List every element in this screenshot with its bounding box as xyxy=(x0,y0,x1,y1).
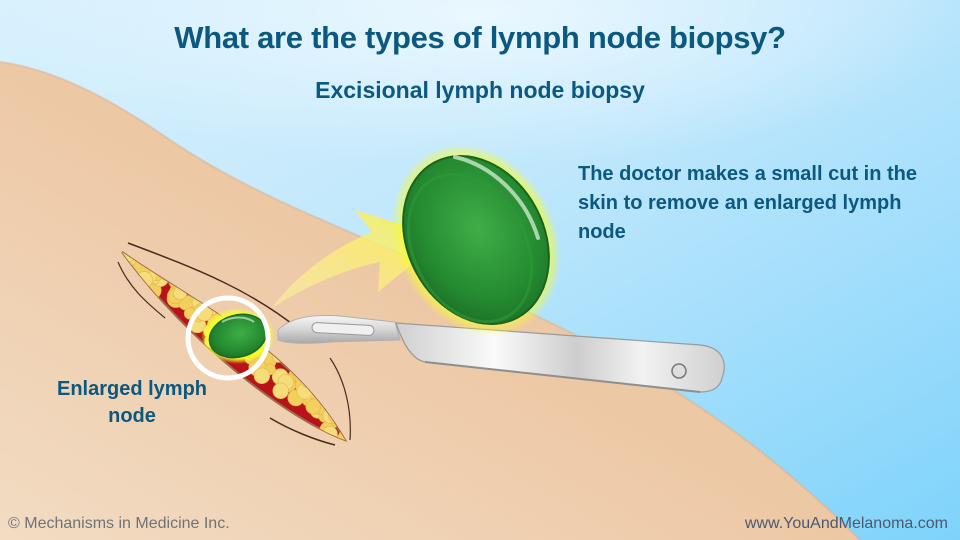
enlarged-lymph-node xyxy=(201,308,275,364)
enlarged-node-label: Enlarged lymph node xyxy=(56,378,208,427)
scalpel xyxy=(277,315,725,393)
magnifier-ring xyxy=(185,295,271,381)
website-link[interactable]: www.YouAndMelanoma.com xyxy=(744,515,948,532)
fat-cell xyxy=(305,398,321,415)
copyright-text: © Mechanisms in Medicine Inc. xyxy=(8,515,230,532)
fat-cell xyxy=(272,382,289,399)
description-text: The doctor makes a small cut in the skin… xyxy=(578,163,917,243)
page-title: What are the types of lymph node biopsy? xyxy=(174,20,786,55)
magnified-lymph-node xyxy=(391,144,561,336)
page-subtitle: Excisional lymph node biopsy xyxy=(0,77,960,104)
subtitle-text: Excisional lymph node biopsy xyxy=(315,77,645,103)
scalpel-hole xyxy=(671,363,687,379)
fat-cell xyxy=(253,367,271,384)
